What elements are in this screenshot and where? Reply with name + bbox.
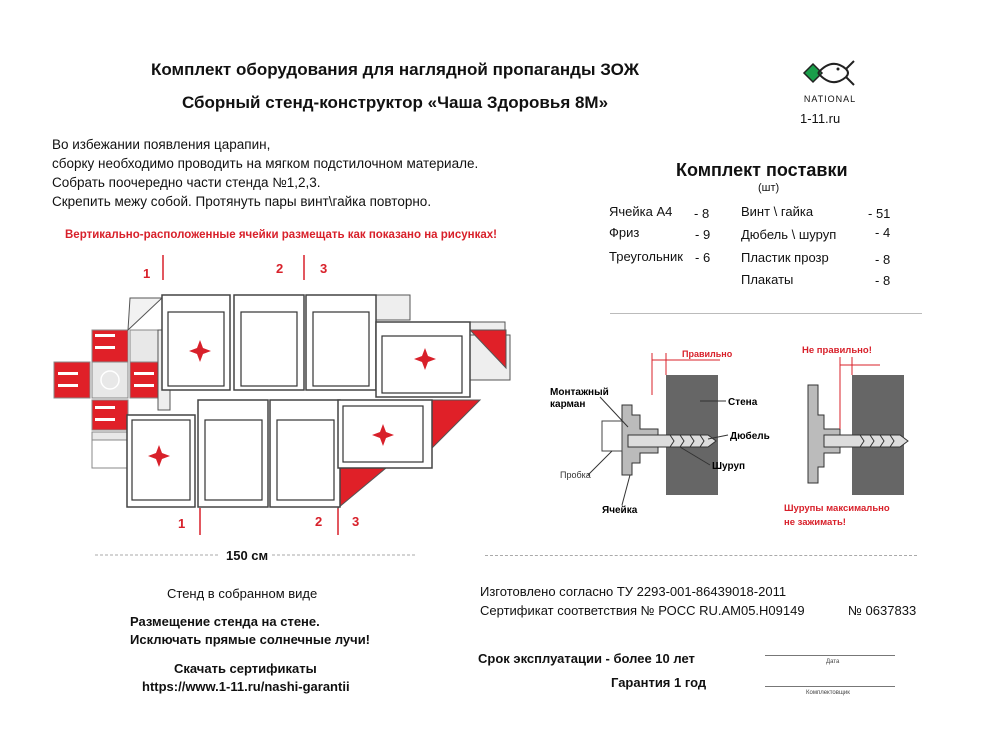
- placement-line: Размещение стенда на стене.: [130, 614, 320, 629]
- screw-warning: Шурупы максимально: [784, 503, 890, 514]
- mark-top-3: 3: [320, 261, 327, 276]
- tu-line: Изготовлено согласно ТУ 2293-001-8643901…: [480, 584, 787, 599]
- packer-label: Комплектовщик: [806, 690, 850, 696]
- kit-item-name: Плакаты: [741, 272, 794, 287]
- vertical-cells-warning: Вертикально-расположенные ячейки размеща…: [65, 229, 497, 241]
- frieze-strips: [127, 294, 511, 451]
- wrong-label: Не правильно!: [802, 345, 872, 356]
- mount-divider: [485, 555, 917, 556]
- date-line: [765, 655, 895, 656]
- kit-item-qty: - 8: [875, 252, 891, 267]
- instruction-line: Собрать поочередно части стенда №1,2,3.: [52, 175, 321, 190]
- pocket-label: Монтажный: [550, 387, 609, 398]
- service-life: Срок эксплуатации - более 10 лет: [478, 651, 695, 666]
- document-title: Комплект оборудования для наглядной проп…: [151, 60, 639, 79]
- cert-line: Сертификат соответствия № РОСС RU.АМ05.Н…: [480, 603, 805, 618]
- kit-item-name: Винт \ гайка: [741, 204, 814, 219]
- instruction-line: Во избежании появления царапин,: [52, 137, 271, 152]
- logo-brand: NATIONAL: [803, 94, 857, 104]
- width-label: 150 см: [226, 548, 268, 563]
- kit-item-name: Фриз: [609, 225, 640, 240]
- cert-number: № 0637833: [848, 603, 917, 618]
- instruction-line: сборку необходимо проводить на мягком по…: [52, 156, 479, 171]
- mark-top-2: 2: [276, 261, 283, 276]
- kit-item-qty: - 9: [695, 227, 711, 242]
- red-triangle: [337, 467, 388, 510]
- kit-item-name: Треугольник: [609, 249, 683, 264]
- stand-diagram: 1 2 3 1 2 3: [53, 255, 511, 563]
- screw-warning: не зажимать!: [784, 517, 846, 528]
- date-label: Дата: [826, 659, 840, 665]
- instruction-line: Скрепить межу собой. Протянуть пары винт…: [52, 194, 432, 209]
- download-label: Скачать сертификаты: [174, 661, 317, 676]
- top-row-cells: [161, 294, 471, 398]
- document-subtitle: Сборный стенд-конструктор «Чаша Здоровья…: [181, 93, 609, 112]
- kit-item-name: Пластик прозр: [741, 250, 829, 265]
- mark-bottom-2: 2: [315, 514, 322, 529]
- packer-line: [765, 686, 895, 687]
- mounting-diagram: Правильно Монтажный карман Стена Дюбель …: [550, 345, 909, 528]
- correct-label: Правильно: [682, 349, 733, 359]
- left-cube-cross: [53, 329, 159, 469]
- kit-item-name: Дюбель \ шуруп: [741, 227, 837, 242]
- red-triangle: [431, 399, 482, 450]
- screw-label: Шуруп: [712, 461, 745, 472]
- kit-item-qty: - 51: [868, 206, 891, 221]
- kit-item-qty: - 4: [875, 225, 891, 240]
- warranty: Гарантия 1 год: [611, 675, 707, 690]
- placement-line: Исключать прямые солнечные лучи!: [130, 632, 371, 647]
- site-url: 1-11.ru: [800, 111, 841, 126]
- plug-label: Пробка: [560, 470, 591, 480]
- dowel-label: Дюбель: [730, 430, 770, 442]
- kit-item-qty: - 6: [695, 250, 711, 265]
- kit-divider: [610, 313, 922, 314]
- cell-label: Ячейка: [602, 505, 638, 516]
- mark-bottom-3: 3: [352, 514, 359, 529]
- kit-unit: (шт): [758, 182, 780, 194]
- national-logo: NATIONAL: [790, 55, 870, 104]
- kit-item-qty: - 8: [694, 206, 710, 221]
- pocket-label: карман: [550, 399, 585, 410]
- red-triangle: [468, 329, 507, 370]
- fish-logo-icon: [802, 60, 855, 86]
- stand-caption: Стенд в собранном виде: [167, 586, 318, 601]
- kit-item-name: Ячейка А4: [609, 204, 673, 219]
- download-link[interactable]: https://www.1-11.ru/nashi-garantii: [142, 679, 350, 694]
- mark-bottom-1: 1: [178, 516, 185, 531]
- kit-title: Комплект поставки: [676, 160, 848, 180]
- star-markers: [148, 340, 436, 467]
- bottom-row-cells: [126, 399, 433, 508]
- mark-top-1: 1: [143, 266, 150, 281]
- wall-label: Стена: [728, 397, 758, 408]
- kit-item-qty: - 8: [875, 273, 891, 288]
